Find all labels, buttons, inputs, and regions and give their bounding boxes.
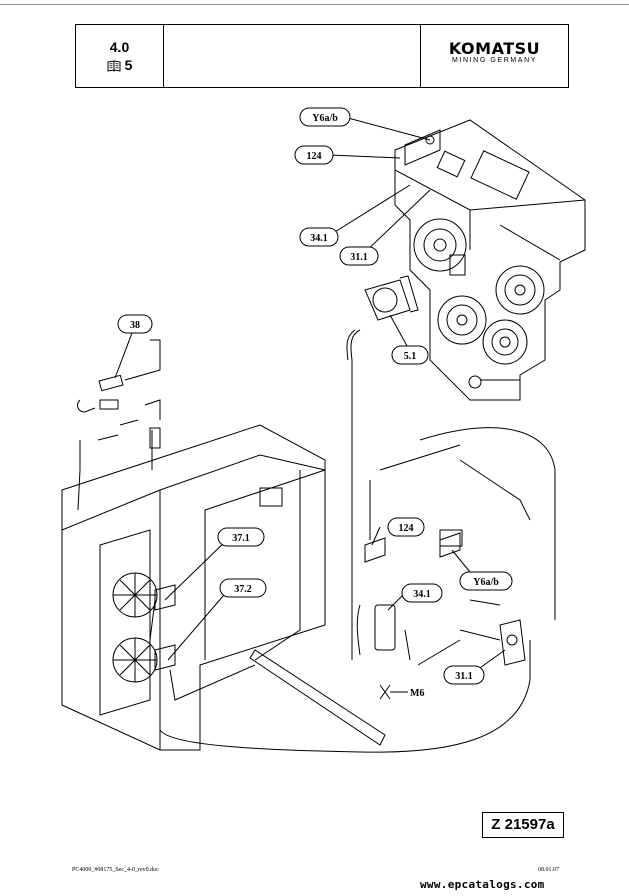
book-icon [107,59,121,75]
callout-c2-text: 124 [307,151,322,162]
callout-c2: 124 [294,145,334,165]
callout-c1-text: Y6a/b [312,113,338,124]
callout-c6-text: 5.1 [404,351,417,362]
top-rule [0,4,629,5]
komatsu-logo: KOMATSU [448,39,541,58]
footer-date: 08.01.07 [538,867,559,873]
hose-5 [379,444,461,471]
watermark-link[interactable]: www.epcatalogs.com [420,878,545,891]
callout-c10: Y6a/b [459,571,513,591]
pump-drawing [346,275,419,660]
footer-doc-ref: PC4000_#08175_Sec_4-0_rev0.doc [72,867,159,873]
callout-c12: 31.1 [443,665,485,685]
section-cell: 4.0 5 [76,25,164,87]
volume-number: 5 [124,57,133,73]
callout-c7: 37.1 [217,527,265,547]
title-cell [164,25,421,87]
callout-c5: 38 [117,314,153,334]
callout-c9-text: 124 [399,523,414,534]
callout-c7-text: 37.1 [232,533,250,544]
figure-id: Z 21597a [482,812,564,838]
page-header: 4.0 5 KOMATSU MINING GERMANY [75,24,569,88]
callout-c8: 37.2 [219,578,267,598]
callout-c10-text: Y6a/b [473,577,499,588]
callout-c5-text: 38 [130,320,140,331]
callout-c6: 5.1 [391,345,429,365]
pump-gearbox-drawing [394,119,586,401]
hose-2 [149,599,156,641]
leader-lines [114,117,506,700]
logo-subtitle: MINING GERMANY [451,57,537,64]
hose-return [159,640,531,753]
callout-c4-text: 31.1 [350,252,368,263]
section-number: 4.0 [109,39,130,55]
callout-c12-text: 31.1 [455,671,473,682]
callout-c4: 31.1 [339,246,379,266]
fittings-drawing [77,339,161,511]
volume-row: 5 [76,57,163,75]
hose-6 [459,459,531,521]
callout-c3-text: 34.1 [310,233,328,244]
callout-c11: 34.1 [401,583,443,603]
callout-c3: 34.1 [299,227,339,247]
hydraulic-diagram: Y6a/b 124 34.1 31.1 38 5.1 37.1 37.2 124… [61,107,586,753]
logo-cell: KOMATSU MINING GERMANY [421,25,568,87]
hose-1 [169,664,256,701]
callout-c9: 124 [387,517,425,537]
m6-label: M6 [410,688,424,699]
callout-c11-text: 34.1 [413,589,431,600]
callout-c1: Y6a/b [299,107,351,127]
valve-block-drawing [356,529,526,666]
callout-c8-text: 37.2 [234,584,252,595]
hose-3 [419,427,556,620]
